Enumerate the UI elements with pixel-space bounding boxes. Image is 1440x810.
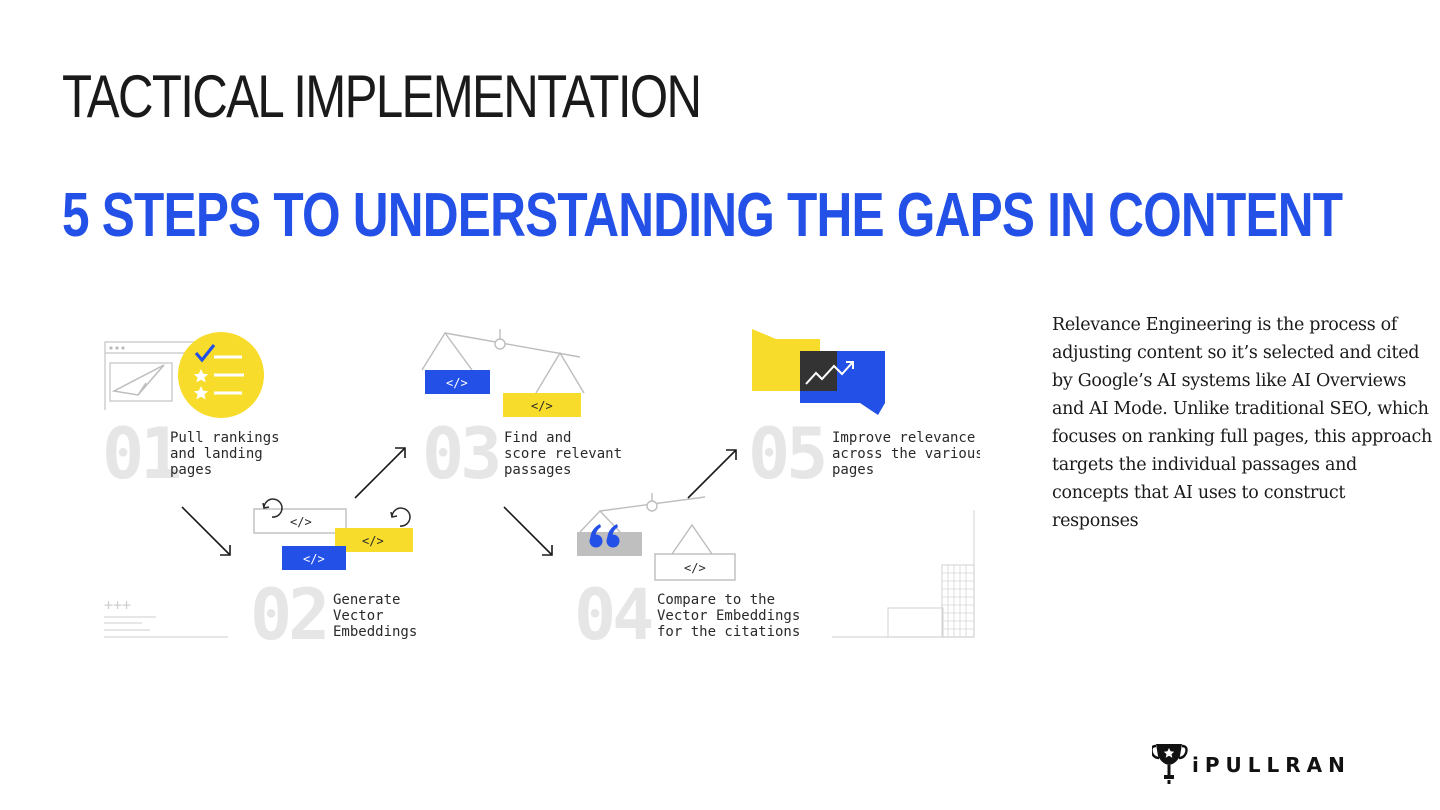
- step-label: Compare to the Vector Embeddings for the…: [657, 592, 809, 640]
- decoration-grid: [832, 510, 975, 638]
- quote-icon: [589, 524, 620, 548]
- step-number: 04: [574, 574, 651, 645]
- step-number: 05: [748, 413, 824, 495]
- step-label: Improve relevance across the various pag…: [832, 430, 980, 478]
- trophy-icon: [1152, 744, 1188, 784]
- code-tag: </>: [531, 399, 553, 413]
- step-label-line: Improve relevance: [832, 430, 975, 446]
- step-label-line: Compare to the: [657, 592, 775, 608]
- code-tag: </>: [303, 552, 325, 566]
- code-tag: </>: [684, 561, 706, 575]
- checklist-icon: [178, 332, 264, 418]
- step-label-line: Vector: [333, 608, 384, 624]
- step-label-line: pages: [832, 462, 874, 478]
- step-label-line: Vector Embeddings: [657, 608, 800, 624]
- refresh-icon: [262, 498, 283, 518]
- svg-text:+++: +++: [104, 596, 131, 614]
- page-title: TACTICAL IMPLEMENTATION: [62, 63, 702, 130]
- step-label-line: for the citations: [657, 624, 800, 640]
- step-label-line: pages: [170, 462, 212, 478]
- balance-scale-icon: </> </>: [421, 329, 585, 417]
- vector-embeddings-icon: </> </> </>: [253, 498, 413, 570]
- code-tag: </>: [362, 534, 384, 548]
- step-number: 02: [250, 574, 326, 645]
- code-tag: </>: [290, 515, 312, 529]
- decoration-plus-lines: +++: [104, 596, 228, 638]
- arrow-down-icon: [181, 506, 231, 556]
- arrow-down-icon: [503, 506, 553, 556]
- step-label-line: Generate: [333, 592, 400, 608]
- step-label-line: passages: [504, 462, 571, 478]
- page-subtitle: 5 STEPS TO UNDERSTANDING THE GAPS IN CON…: [62, 181, 1343, 250]
- step-label-line: Pull rankings: [170, 430, 280, 446]
- step-label-line: score relevant: [504, 446, 622, 462]
- steps-diagram: 01 Pull rankings and landing pages +++ <…: [102, 329, 980, 645]
- step-label-line: and landing: [170, 446, 263, 462]
- step-number: 03: [422, 413, 498, 495]
- ipullrank-logo: iPULLRANK: [1152, 744, 1352, 784]
- arrow-up-icon: [687, 449, 737, 499]
- logo-text: iPULLRANK: [1192, 753, 1352, 777]
- code-tag: </>: [446, 376, 468, 390]
- step-label-line: Embeddings: [333, 624, 417, 640]
- description-text: Relevance Engineering is the process of …: [1052, 315, 1432, 531]
- step-label: Find and score relevant passages: [504, 430, 630, 478]
- step-label: Pull rankings and landing pages: [170, 430, 288, 478]
- step-label-line: Find and: [504, 430, 571, 446]
- step-label-line: across the various: [832, 446, 980, 462]
- arrow-up-icon: [354, 447, 406, 499]
- step-label: Generate Vector Embeddings: [333, 592, 417, 640]
- step-number: 01: [102, 413, 179, 495]
- chat-bubbles-icon: [752, 329, 885, 415]
- citation-scale-icon: </>: [577, 493, 736, 581]
- refresh-icon: [390, 507, 411, 527]
